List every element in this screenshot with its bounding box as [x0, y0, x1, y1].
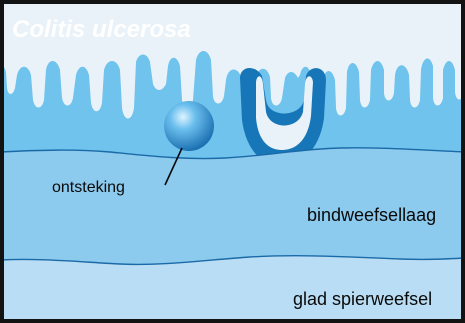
- label-ontsteking: ontsteking: [52, 179, 125, 196]
- label-bindweefsellaag: bindweefsellaag: [307, 205, 436, 225]
- inflammation-bubble: [164, 101, 214, 151]
- label-glad-spierweefsel: glad spierweefsel: [293, 289, 432, 309]
- diagram-title: Colitis ulcerosa: [12, 16, 191, 43]
